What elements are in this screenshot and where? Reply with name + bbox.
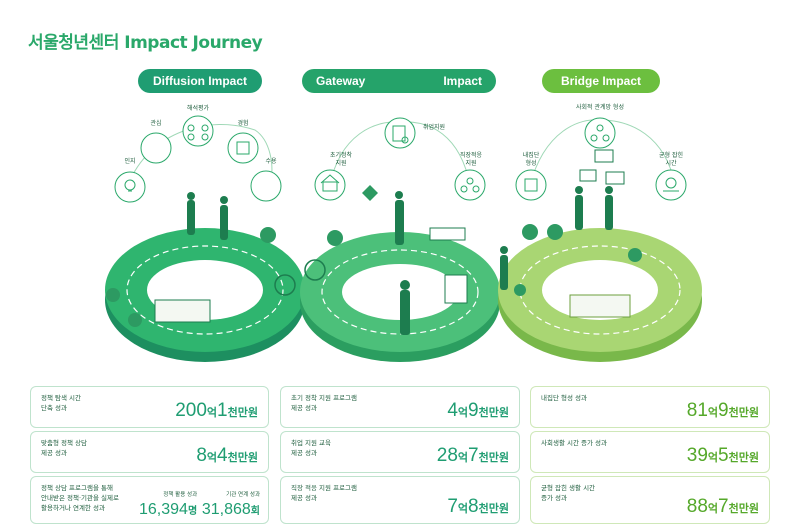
svg-text:내집단: 내집단 (523, 151, 540, 159)
svg-text:시간: 시간 (665, 159, 677, 167)
experience-icon (227, 132, 259, 164)
label-accept: 수용 (265, 158, 277, 165)
metrics-bridge: 내집단 형성 성과 81억9천만원 사회생활 시간 증가 성과 39억5천만원 … (530, 386, 770, 527)
metric-card: 사회생활 시간 증가 성과 39억5천만원 (530, 431, 770, 473)
label-recognize: 인지 (124, 157, 135, 165)
diffusion-impact-badge: Diffusion Impact (138, 69, 262, 93)
group-icon (515, 169, 547, 201)
label-evaluation: 해석평가 (187, 104, 210, 112)
clock-balance-icon (655, 169, 687, 201)
svg-text:초기정착: 초기정착 (330, 151, 353, 159)
label-experience: 경험 (237, 119, 248, 127)
svg-text:직장적응: 직장적응 (460, 151, 483, 159)
label-interest: 관심 (150, 119, 161, 127)
evaluation-icon (182, 115, 214, 147)
team-icon (454, 169, 486, 201)
svg-text:형성: 형성 (525, 159, 536, 167)
accept-icon (250, 170, 282, 202)
network-icon (584, 117, 616, 149)
label-social: 사회적 관계망 형성 (576, 103, 624, 111)
lightbulb-icon (114, 171, 146, 203)
interest-icon (140, 132, 172, 164)
page-title: 서울청년센터 Impact Journey (28, 33, 263, 53)
svg-text:지원: 지원 (335, 159, 346, 167)
label-job: 취업지원 (423, 123, 445, 131)
bridge-impact-badge: Bridge Impact (542, 69, 660, 93)
svg-text:지원: 지원 (465, 159, 476, 167)
svg-text:균형 잡힌: 균형 잡힌 (659, 151, 683, 159)
metric-card: 내집단 형성 성과 81억9천만원 (530, 386, 770, 428)
job-document-icon (384, 117, 416, 149)
house-icon (314, 169, 346, 201)
